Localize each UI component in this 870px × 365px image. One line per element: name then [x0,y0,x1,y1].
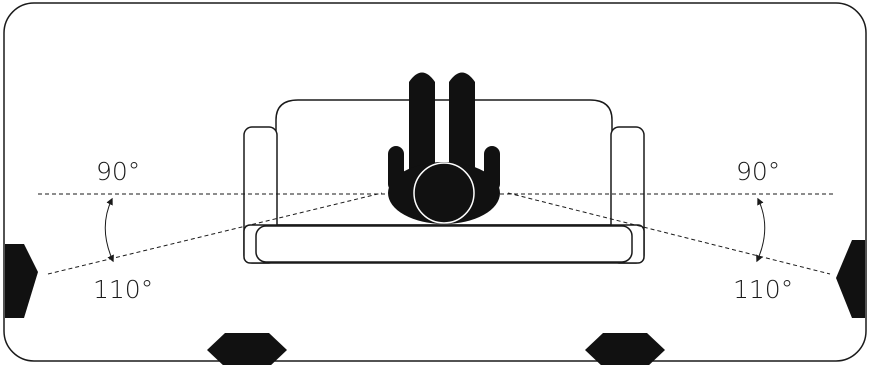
right-horizontal-angle-label: 90° [736,157,780,186]
left-horizontal-angle-label: 90° [96,157,140,186]
left-angle-arc [104,197,114,263]
speakers [5,240,865,365]
hexagon-speaker-icon [207,333,287,365]
hexagon-speaker-icon [585,333,665,365]
right-angle-arc [756,197,766,263]
hexagon-speaker-icon [836,240,865,318]
listener-top-view-icon [388,72,500,224]
reference-lines [38,192,836,275]
left-angled-line [47,192,383,275]
right-lower-angle-label: 110° [733,275,793,304]
left-lower-angle-label: 110° [93,275,153,304]
hexagon-speaker-icon [5,244,38,318]
right-angled-line [507,192,831,275]
